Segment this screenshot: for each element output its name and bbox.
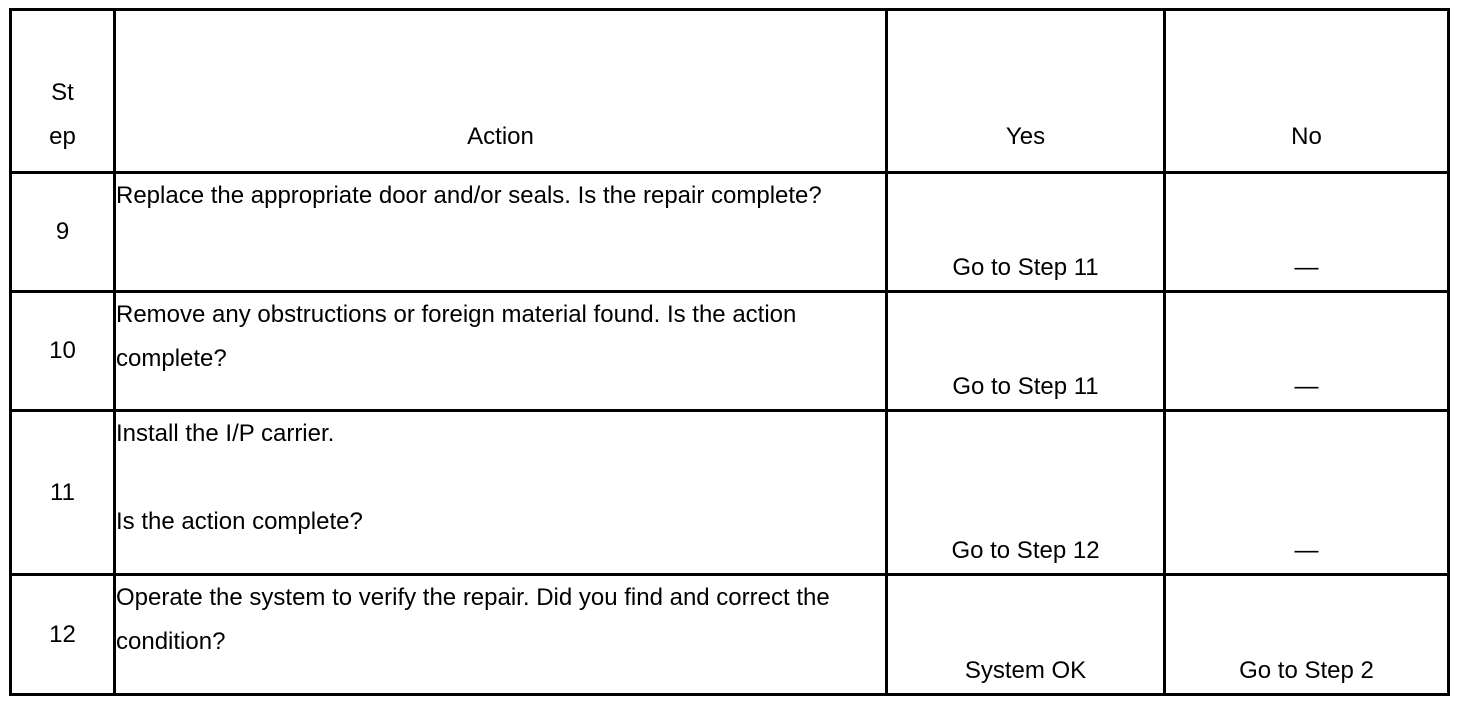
table-header-row: St ep Action Yes No: [9, 8, 1450, 174]
column-header-yes: Yes: [885, 8, 1166, 174]
step-no-result: —: [1163, 290, 1450, 412]
step-yes-result: Go to Step 12: [885, 409, 1166, 576]
step-action-line1: Install the I/P carrier.: [116, 420, 335, 447]
column-header-step-line2: ep: [49, 123, 76, 150]
table-row: 12 Operate the system to verify the repa…: [9, 573, 1450, 696]
step-number: 12: [9, 573, 116, 696]
diagnostic-steps-table: St ep Action Yes No 9 Replace the approp…: [9, 8, 1450, 696]
step-yes-result: Go to Step 11: [885, 171, 1166, 293]
step-no-result: —: [1163, 171, 1450, 293]
table-row: 11 Install the I/P carrier. Is the actio…: [9, 409, 1450, 576]
step-yes-result: Go to Step 11: [885, 290, 1166, 412]
column-header-no: No: [1163, 8, 1450, 174]
column-header-action: Action: [113, 8, 888, 174]
step-action: Operate the system to verify the repair.…: [113, 573, 888, 696]
step-number: 10: [9, 290, 116, 412]
step-yes-result: System OK: [885, 573, 1166, 696]
column-header-step-line1: St: [51, 79, 74, 106]
table-row: 9 Replace the appropriate door and/or se…: [9, 171, 1450, 293]
step-no-result: —: [1163, 409, 1450, 576]
step-number: 11: [9, 409, 116, 576]
table-row: 10 Remove any obstructions or foreign ma…: [9, 290, 1450, 412]
step-action-line2: Is the action complete?: [116, 508, 363, 535]
step-action: Install the I/P carrier. Is the action c…: [113, 409, 888, 576]
step-action: Replace the appropriate door and/or seal…: [113, 171, 888, 293]
step-no-result: Go to Step 2: [1163, 573, 1450, 696]
column-header-step: St ep: [9, 8, 116, 174]
step-number: 9: [9, 171, 116, 293]
step-action: Remove any obstructions or foreign mater…: [113, 290, 888, 412]
